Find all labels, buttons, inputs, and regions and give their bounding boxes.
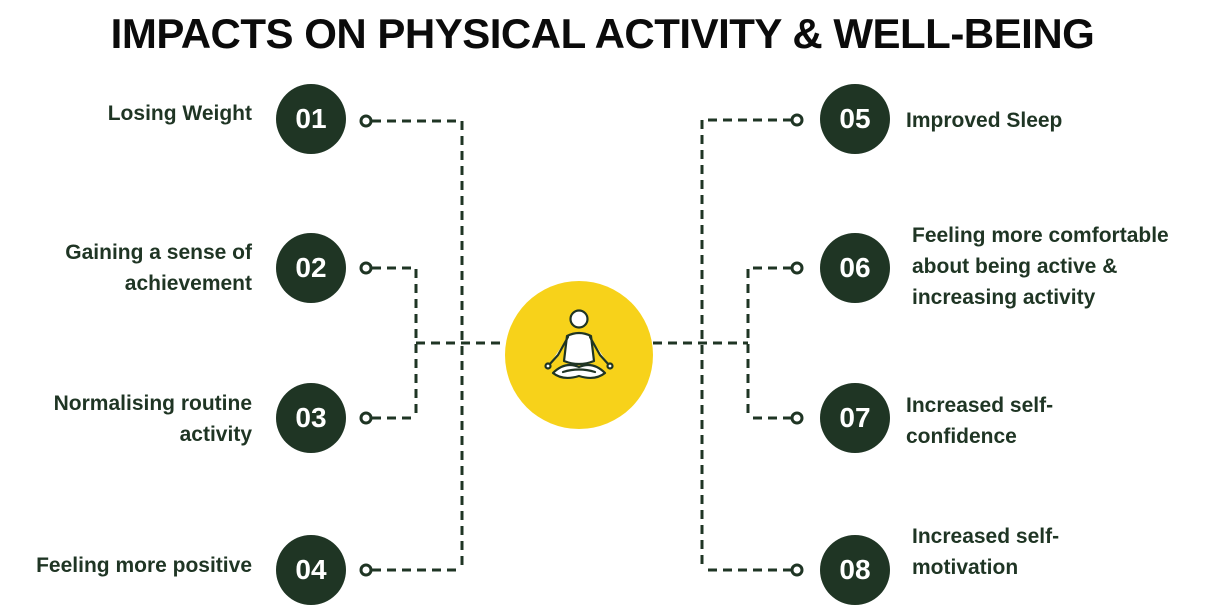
item-label-04-line-1: Feeling more positive — [36, 554, 252, 577]
item-label-01-line-1: Losing Weight — [107, 102, 252, 125]
item-label-03-line-1: Normalising routine — [53, 392, 252, 415]
badge-06: 06 — [820, 233, 890, 303]
item-label-05-line-1: Improved Sleep — [906, 109, 1063, 132]
badge-05: 05 — [820, 84, 890, 154]
connector-node-02 — [359, 261, 373, 275]
connector-node-01 — [359, 114, 373, 128]
connector-node-04 — [359, 563, 373, 577]
center-hub — [505, 281, 653, 429]
page-title: IMPACTS ON PHYSICAL ACTIVITY & WELL-BEIN… — [110, 10, 1095, 57]
badge-07: 07 — [820, 383, 890, 453]
item-label-04: Feeling more positive — [36, 550, 252, 581]
connector-line-05 — [700, 118, 792, 570]
connector-line-02 — [372, 266, 418, 418]
item-label-08-line-1: Increased self- — [912, 525, 1060, 548]
item-label-06: Feeling more comfortable about being act… — [912, 220, 1169, 313]
item-label-01: Losing Weight — [108, 98, 252, 129]
item-label-02-line-1: Gaining a sense of — [65, 241, 252, 264]
connector-node-06 — [790, 261, 804, 275]
item-label-07-line-1: Increased self- — [906, 394, 1054, 417]
item-label-08: Increased self- motivation — [912, 521, 1059, 583]
meditation-person-icon — [544, 309, 614, 380]
item-label-08-line-2: motivation — [912, 556, 1019, 579]
item-label-07-line-2: confidence — [906, 425, 1017, 448]
badge-04: 04 — [276, 535, 346, 605]
connector-line-06 — [746, 266, 792, 418]
item-label-02: Gaining a sense of achievement — [65, 237, 252, 299]
badge-08: 08 — [820, 535, 890, 605]
item-label-06-line-2: about being active & — [912, 255, 1118, 278]
badge-03: 03 — [276, 383, 346, 453]
item-label-02-line-2: achievement — [124, 272, 252, 295]
item-label-06-line-3: increasing activity — [912, 286, 1096, 309]
item-label-06-line-1: Feeling more comfortable — [912, 224, 1169, 247]
item-label-03-line-2: activity — [179, 423, 252, 446]
connector-node-03 — [359, 411, 373, 425]
connector-node-05 — [790, 113, 804, 127]
connector-line-01 — [372, 119, 464, 570]
badge-02: 02 — [276, 233, 346, 303]
item-label-07: Increased self- confidence — [906, 390, 1053, 452]
item-label-03: Normalising routine activity — [54, 388, 252, 450]
connector-node-08 — [790, 563, 804, 577]
item-label-05: Improved Sleep — [906, 105, 1062, 136]
connector-node-07 — [790, 411, 804, 425]
badge-01: 01 — [276, 84, 346, 154]
